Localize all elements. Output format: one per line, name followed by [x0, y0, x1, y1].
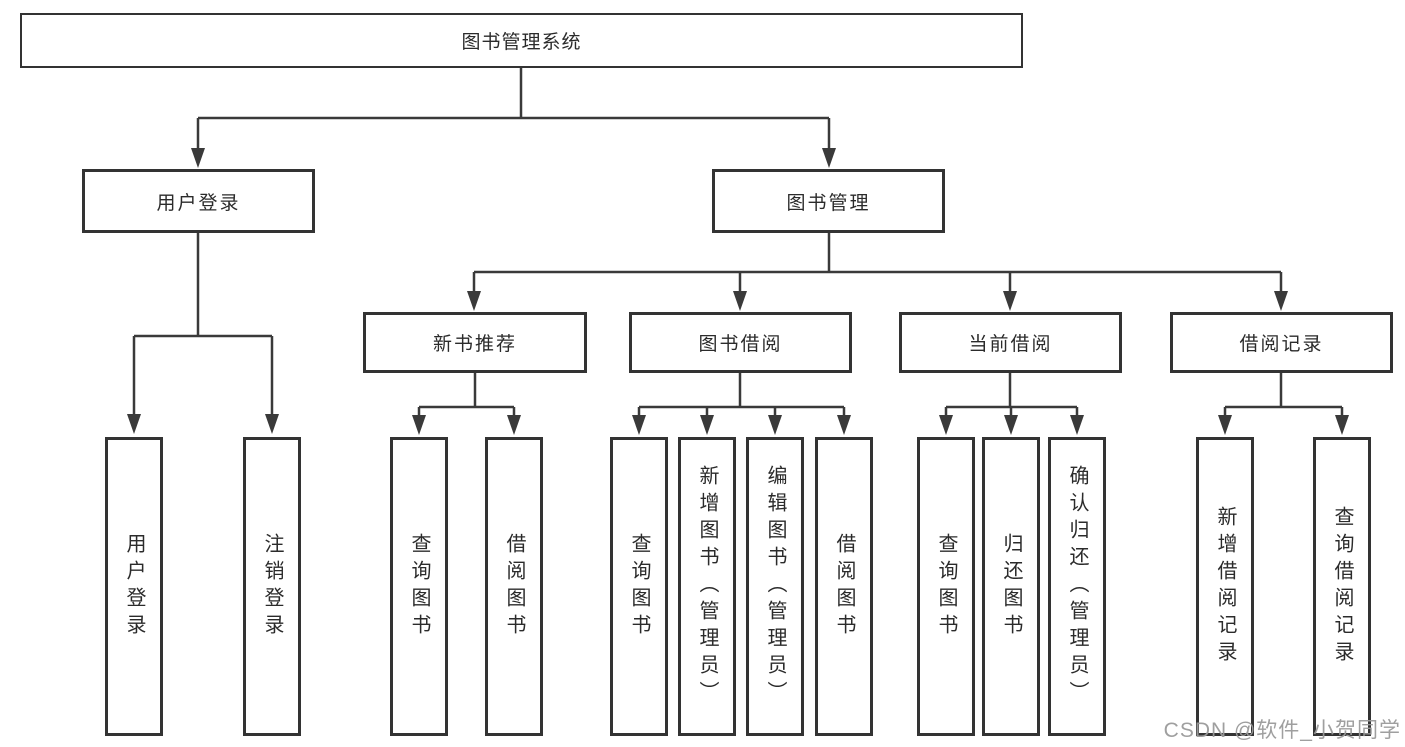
node-label: 图书借阅 [698, 334, 783, 355]
arrowhead-icon [700, 415, 714, 435]
node-label: 借阅图书 [833, 532, 855, 641]
arrowhead-icon [1003, 291, 1017, 311]
arrowheads [127, 148, 1349, 435]
arrowhead-icon [191, 148, 205, 168]
arrowhead-icon [939, 415, 953, 435]
node-label: 归还图书 [1000, 532, 1022, 641]
node-label: 用户登录 [123, 532, 145, 641]
leaf-add-borrow-record: 新增借阅记录 [1196, 437, 1254, 736]
node-label: 借阅图书 [503, 532, 525, 641]
leaf-logout: 注销登录 [243, 437, 301, 736]
leaf-confirm-return-admin: 确认归还（管理员） [1048, 437, 1106, 736]
arrowhead-icon [507, 415, 521, 435]
leaf-query-books-2: 查询图书 [610, 437, 668, 736]
node-book-borrowing: 图书借阅 [629, 312, 852, 373]
node-label: 注销登录 [261, 532, 283, 641]
arrowhead-icon [768, 415, 782, 435]
leaf-user-login: 用户登录 [105, 437, 163, 736]
arrowhead-icon [127, 414, 141, 434]
node-label: 查询图书 [628, 532, 650, 641]
leaf-query-borrow-record: 查询借阅记录 [1313, 437, 1371, 736]
arrowhead-icon [822, 148, 836, 168]
arrowhead-icon [733, 291, 747, 311]
node-label: 查询图书 [935, 532, 957, 641]
leaf-query-books-3: 查询图书 [917, 437, 975, 736]
leaf-edit-books-admin: 编辑图书（管理员） [746, 437, 804, 736]
arrowhead-icon [632, 415, 646, 435]
arrowhead-icon [837, 415, 851, 435]
node-label: 确认归还（管理员） [1066, 465, 1088, 708]
node-book-management: 图书管理 [712, 169, 945, 233]
arrowhead-icon [1070, 415, 1084, 435]
leaf-borrow-books-1: 借阅图书 [485, 437, 543, 736]
node-user-login: 用户登录 [82, 169, 315, 233]
node-borrowing-records: 借阅记录 [1170, 312, 1393, 373]
csdn-watermark: CSDN @软件_小贺同学 [1163, 719, 1401, 742]
node-current-borrowing: 当前借阅 [899, 312, 1122, 373]
arrowhead-icon [1004, 415, 1018, 435]
arrowhead-icon [467, 291, 481, 311]
node-label: 用户登录 [156, 192, 241, 214]
node-new-book-recommend: 新书推荐 [363, 312, 587, 373]
arrowhead-icon [1274, 291, 1288, 311]
leaf-borrow-books-2: 借阅图书 [815, 437, 873, 736]
node-library-management-system: 图书管理系统 [20, 13, 1023, 68]
arrowhead-icon [412, 415, 426, 435]
connector-path [132, 68, 1344, 417]
leaf-return-books: 归还图书 [982, 437, 1040, 736]
leaf-query-books-1: 查询图书 [390, 437, 448, 736]
node-label: 图书管理系统 [461, 32, 582, 53]
leaf-add-books-admin: 新增图书（管理员） [678, 437, 736, 736]
node-label: 新书推荐 [432, 334, 517, 355]
arrowhead-icon [265, 414, 279, 434]
node-label: 当前借阅 [968, 334, 1053, 355]
node-label: 借阅记录 [1239, 334, 1324, 355]
node-label: 查询借阅记录 [1331, 505, 1353, 668]
node-label: 新增借阅记录 [1214, 505, 1236, 668]
arrowhead-icon [1335, 415, 1349, 435]
node-label: 编辑图书（管理员） [764, 465, 786, 708]
arrowhead-icon [1218, 415, 1232, 435]
node-label: 查询图书 [408, 532, 430, 641]
node-label: 新增图书（管理员） [696, 465, 718, 708]
node-label: 图书管理 [786, 192, 871, 214]
